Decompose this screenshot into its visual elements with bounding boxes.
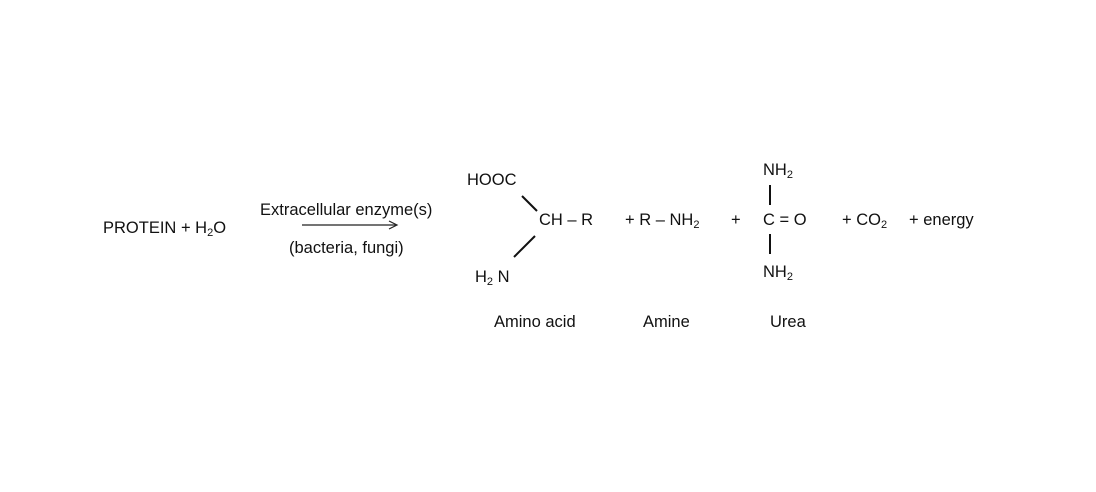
plus-sign: + [731,211,741,229]
urea-label: Urea [770,313,806,331]
protein-text: PROTEIN [103,219,177,237]
co2-subscript: 2 [880,219,888,231]
urea-bottom-nh: NH [763,263,787,281]
reactant-formula: PROTEIN + H2O [103,218,227,239]
h2n-h: H [475,268,487,286]
bond-hooc-ch [521,195,538,212]
water-subscript: 2 [207,227,214,239]
bond-ch-h2n [513,235,536,258]
urea-top-subscript: 2 [786,169,793,181]
urea-top-nh: NH [763,161,787,179]
co2-product: + CO2 [842,210,888,231]
energy-product: + energy [909,211,974,229]
urea-bottom-nh2: NH2 [763,262,793,283]
h2n-subscript: 2 [486,276,494,288]
amino-acid-hooc: HOOC [467,171,517,189]
amino-acid-h2n: H2 N [475,267,510,288]
reaction-arrow-head [388,220,399,230]
amino-acid-label: Amino acid [494,313,576,331]
arrow-top-label: Extracellular enzyme(s) [260,201,433,219]
amino-acid-ch-r: CH – R [539,211,594,229]
co2-text: + CO [842,211,881,229]
water-prefix: + H [180,219,208,237]
arrow-bottom-label: (bacteria, fungi) [289,239,404,257]
amine-formula: + R – NH2 [625,210,700,231]
amine-label: Amine [643,313,690,331]
amine-text: + R – NH [625,211,694,229]
urea-bottom-subscript: 2 [786,271,793,283]
water-o: O [213,219,227,237]
amine-subscript: 2 [693,219,700,231]
urea-center: C = O [763,211,807,229]
h2n-n: N [493,268,510,286]
urea-top-nh2: NH2 [763,160,793,181]
